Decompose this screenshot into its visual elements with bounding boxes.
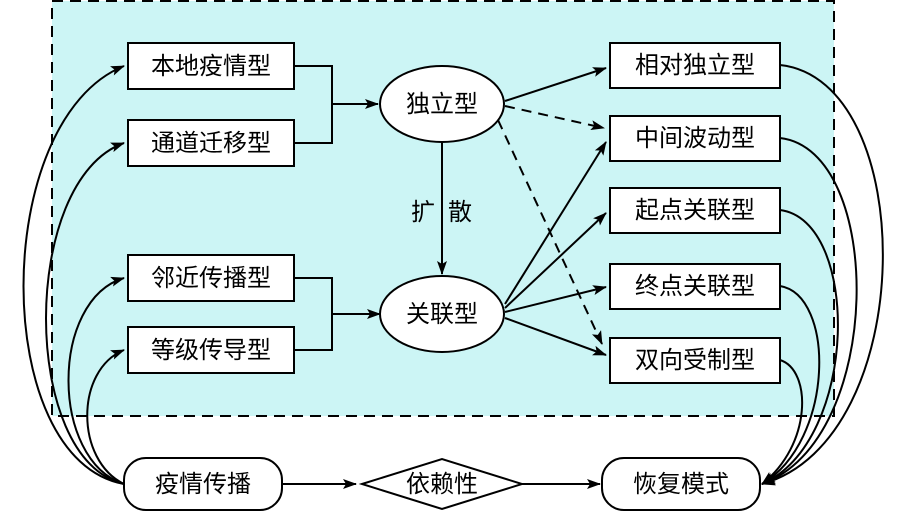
diamond-dependency: 依赖性 <box>358 457 526 511</box>
box-neighbor-spread: 邻近传播型 <box>127 254 295 302</box>
ellipse-independent-label: 独立型 <box>406 90 478 118</box>
arrow-independent-to-relative <box>504 67 607 102</box>
box-origin-associated-label: 起点关联型 <box>635 196 755 224</box>
ellipse-associated-label: 关联型 <box>406 300 478 328</box>
box-middle-fluctuation-label: 中间波动型 <box>635 124 755 152</box>
arrow-associated-to-middle <box>504 141 607 305</box>
curve-spread-to-local <box>22 65 125 485</box>
box-recovery-mode: 恢复模式 <box>601 457 761 511</box>
arrow-associated-to-bidirectional <box>504 317 607 356</box>
box-hierarchy-conduct-label: 等级传导型 <box>151 336 271 364</box>
curve-spread-to-channel <box>45 142 125 485</box>
box-hierarchy-conduct: 等级传导型 <box>127 326 295 374</box>
box-end-associated-label: 终点关联型 <box>635 272 755 300</box>
diffusion-label-char2: 散 <box>448 198 472 226</box>
arrow-associated-to-end <box>504 285 607 313</box>
box-epidemic-spread-label: 疫情传播 <box>155 470 251 498</box>
curve-middle-to-recovery <box>761 137 858 485</box>
curve-spread-to-hierarchy <box>86 349 125 485</box>
curve-origin-to-recovery <box>761 209 839 485</box>
box-neighbor-spread-label: 邻近传播型 <box>151 264 271 292</box>
box-end-associated: 终点关联型 <box>609 263 781 310</box>
arrow-associated-to-origin <box>504 212 607 309</box>
box-epidemic-spread: 疫情传播 <box>123 457 283 511</box>
ellipse-associated: 关联型 <box>379 275 505 353</box>
curve-spread-to-neighbor <box>67 276 125 485</box>
box-bidirectional: 双向受制型 <box>609 337 781 384</box>
diffusion-label-char1: 扩 <box>411 198 435 226</box>
box-local-epidemic: 本地疫情型 <box>127 42 295 90</box>
box-relative-independent: 相对独立型 <box>609 42 781 89</box>
ellipse-independent: 独立型 <box>379 65 505 143</box>
box-channel-migration: 通道迁移型 <box>127 119 295 167</box>
box-channel-migration-label: 通道迁移型 <box>151 129 271 157</box>
diamond-dependency-label: 依赖性 <box>406 470 478 498</box>
curve-bidirectional-to-recovery <box>761 359 804 485</box>
box-origin-associated: 起点关联型 <box>609 187 781 234</box>
box-recovery-mode-label: 恢复模式 <box>633 470 729 498</box>
curve-relative-to-recovery <box>761 64 884 486</box>
box-local-epidemic-label: 本地疫情型 <box>151 52 271 80</box>
curve-end-to-recovery <box>761 285 821 485</box>
box-bidirectional-label: 双向受制型 <box>635 346 755 374</box>
box-middle-fluctuation: 中间波动型 <box>609 115 781 162</box>
box-relative-independent-label: 相对独立型 <box>635 51 755 79</box>
